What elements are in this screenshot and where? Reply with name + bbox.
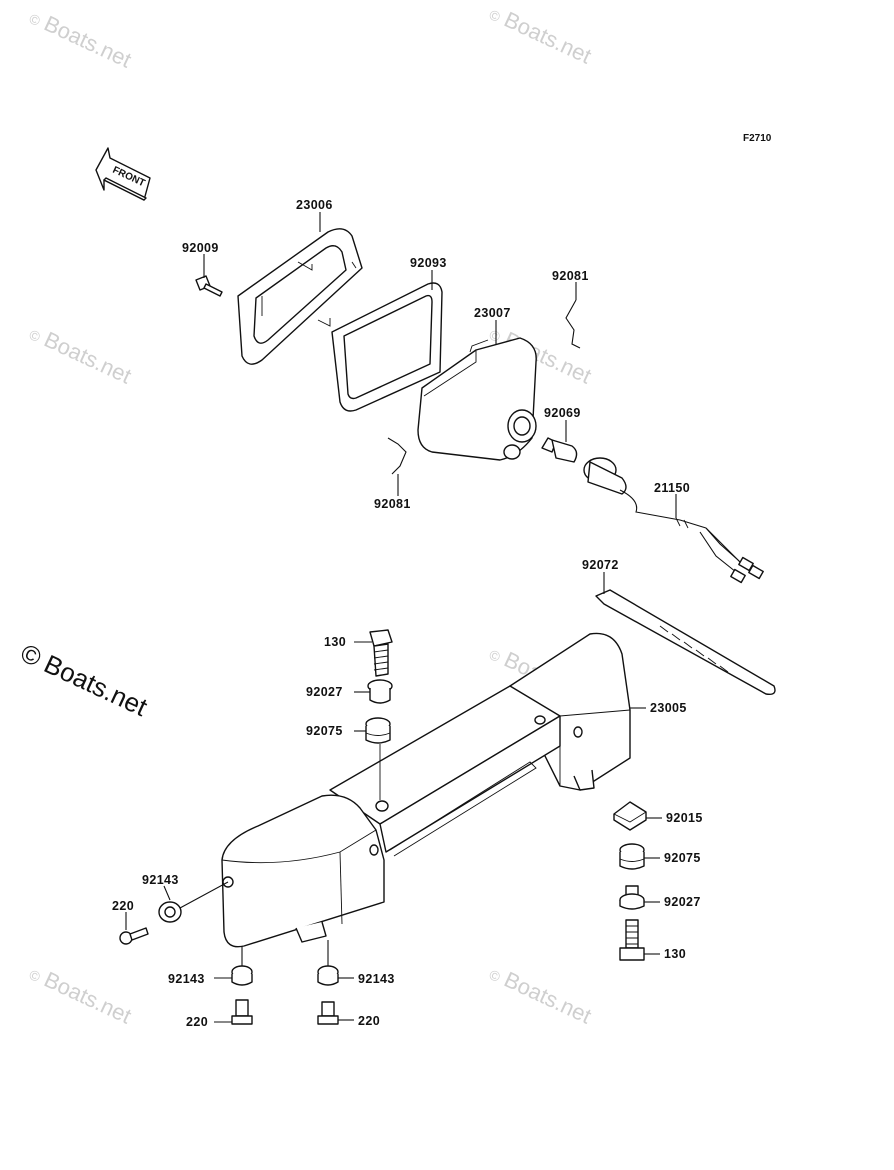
part-130-right-bolt: [619, 919, 645, 961]
part-92143-bottom-center-grommet: [317, 965, 339, 986]
watermark-text: Boats.net: [40, 327, 135, 389]
watermark-symbol: ©: [27, 326, 44, 345]
part-23005-bracket: [221, 632, 631, 948]
part-23006-bezel: [237, 228, 363, 365]
watermark-symbol: ©: [27, 10, 44, 29]
part-92093-gasket: [331, 282, 443, 412]
watermark-text: Boats.net: [500, 7, 595, 69]
label-92081-bottom: 92081: [374, 497, 411, 511]
watermark-large-text: Boats.net: [40, 648, 153, 722]
part-92072-band: [595, 589, 776, 696]
label-92075-top: 92075: [306, 724, 343, 738]
part-130-top-bolt: [369, 629, 393, 677]
part-92027-top-collar: [367, 679, 393, 704]
part-23007-housing: [417, 337, 537, 461]
watermark-text: Boats.net: [500, 967, 595, 1029]
part-220-bottom-left-screw: [231, 999, 253, 1025]
label-92093: 92093: [410, 256, 447, 270]
label-92015: 92015: [666, 811, 703, 825]
part-92069-bulb: [541, 437, 578, 463]
part-21150-socket: [583, 457, 764, 584]
label-220-bottom-center: 220: [358, 1014, 380, 1028]
watermark-symbol: ©: [487, 966, 504, 985]
label-92075-right: 92075: [664, 851, 701, 865]
label-130-right: 130: [664, 947, 686, 961]
part-220-bottom-center-screw: [317, 1001, 339, 1025]
label-92081-top: 92081: [552, 269, 589, 283]
watermark-7: © Boats.net: [487, 966, 595, 1029]
part-92081-top-clip: [565, 299, 581, 349]
label-92143-bottom-center: 92143: [358, 972, 395, 986]
diagram-code: F2710: [743, 133, 772, 144]
label-23007: 23007: [474, 306, 511, 320]
watermark-large-symbol: ©: [16, 637, 46, 672]
front-arrow-icon: FRONT: [95, 147, 151, 201]
label-23006: 23006: [296, 198, 333, 212]
label-220-bottom-left: 220: [186, 1015, 208, 1029]
label-21150: 21150: [654, 481, 690, 495]
part-92143-left-grommet: [158, 901, 182, 923]
watermark-1: © Boats.net: [27, 10, 135, 73]
part-labels: 23006 92009 92093 92081 23007 92069 9208…: [112, 198, 703, 1029]
label-130-top: 130: [324, 635, 346, 649]
part-92015-nut: [613, 801, 647, 831]
watermark-text: Boats.net: [40, 967, 135, 1029]
part-92027-right-collar: [619, 885, 645, 910]
part-92143-bottom-left-grommet: [231, 965, 253, 986]
watermark-symbol: ©: [487, 6, 504, 25]
part-92081-bottom-clip: [387, 437, 407, 475]
label-23005: 23005: [650, 701, 687, 715]
label-92143-bottom-left: 92143: [168, 972, 205, 986]
watermark-large: © Boats.net: [16, 637, 153, 722]
label-92069: 92069: [544, 406, 581, 420]
watermark-symbol: ©: [487, 646, 504, 665]
label-92027-right: 92027: [664, 895, 701, 909]
part-220-left-screw: [119, 927, 149, 945]
watermark-text: Boats.net: [40, 11, 135, 73]
label-92027-top: 92027: [306, 685, 343, 699]
part-92075-top-grommet: [365, 717, 391, 744]
part-92075-right-grommet: [619, 843, 645, 870]
label-220-left: 220: [112, 899, 134, 913]
watermark-2: © Boats.net: [487, 6, 595, 69]
leader-lines: [125, 212, 677, 1023]
part-92009-screw: [195, 275, 223, 297]
watermark-symbol: ©: [27, 966, 44, 985]
label-92143-left: 92143: [142, 873, 179, 887]
watermark-6: © Boats.net: [27, 966, 135, 1029]
watermark-3: © Boats.net: [27, 326, 135, 389]
label-92072: 92072: [582, 558, 619, 572]
label-92009: 92009: [182, 241, 219, 255]
